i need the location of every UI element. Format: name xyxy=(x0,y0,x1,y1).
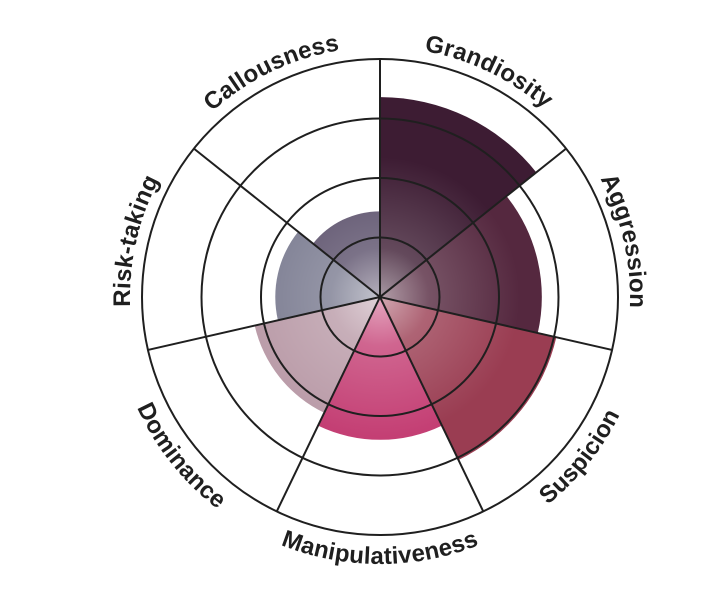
axis-label-suspicion: Suspicion xyxy=(534,405,625,510)
grid-spoke-3 xyxy=(379,296,613,351)
axis-label-manipulativeness: Manipulativeness xyxy=(279,525,482,570)
grid-spoke-4 xyxy=(379,296,485,512)
axis-label-text-manipulativeness: Manipulativeness xyxy=(279,525,482,570)
axis-label-text-dominance: Dominance xyxy=(131,398,230,514)
grid-spoke-2 xyxy=(379,147,567,298)
grid-spoke-6 xyxy=(147,296,381,351)
sectors-layer xyxy=(254,97,557,460)
axis-label-text-aggression: Aggression xyxy=(595,169,651,308)
axis-label-aggression: Aggression xyxy=(595,169,651,308)
axis-label-callousness: Callousness xyxy=(198,30,341,117)
axis-label-text-suspicion: Suspicion xyxy=(534,405,625,510)
axis-label-grandiosity: Grandiosity xyxy=(423,30,559,114)
grid-spoke-5 xyxy=(275,296,381,512)
axis-label-text-risk-taking: Risk-taking xyxy=(109,170,164,306)
axis-label-text-grandiosity: Grandiosity xyxy=(423,30,559,114)
axis-label-dominance: Dominance xyxy=(131,398,231,514)
axis-label-text-callousness: Callousness xyxy=(198,30,340,117)
axis-label-risk-taking: Risk-taking xyxy=(109,170,165,306)
grid-layer xyxy=(141,58,619,536)
grid-spoke-7 xyxy=(193,147,381,298)
